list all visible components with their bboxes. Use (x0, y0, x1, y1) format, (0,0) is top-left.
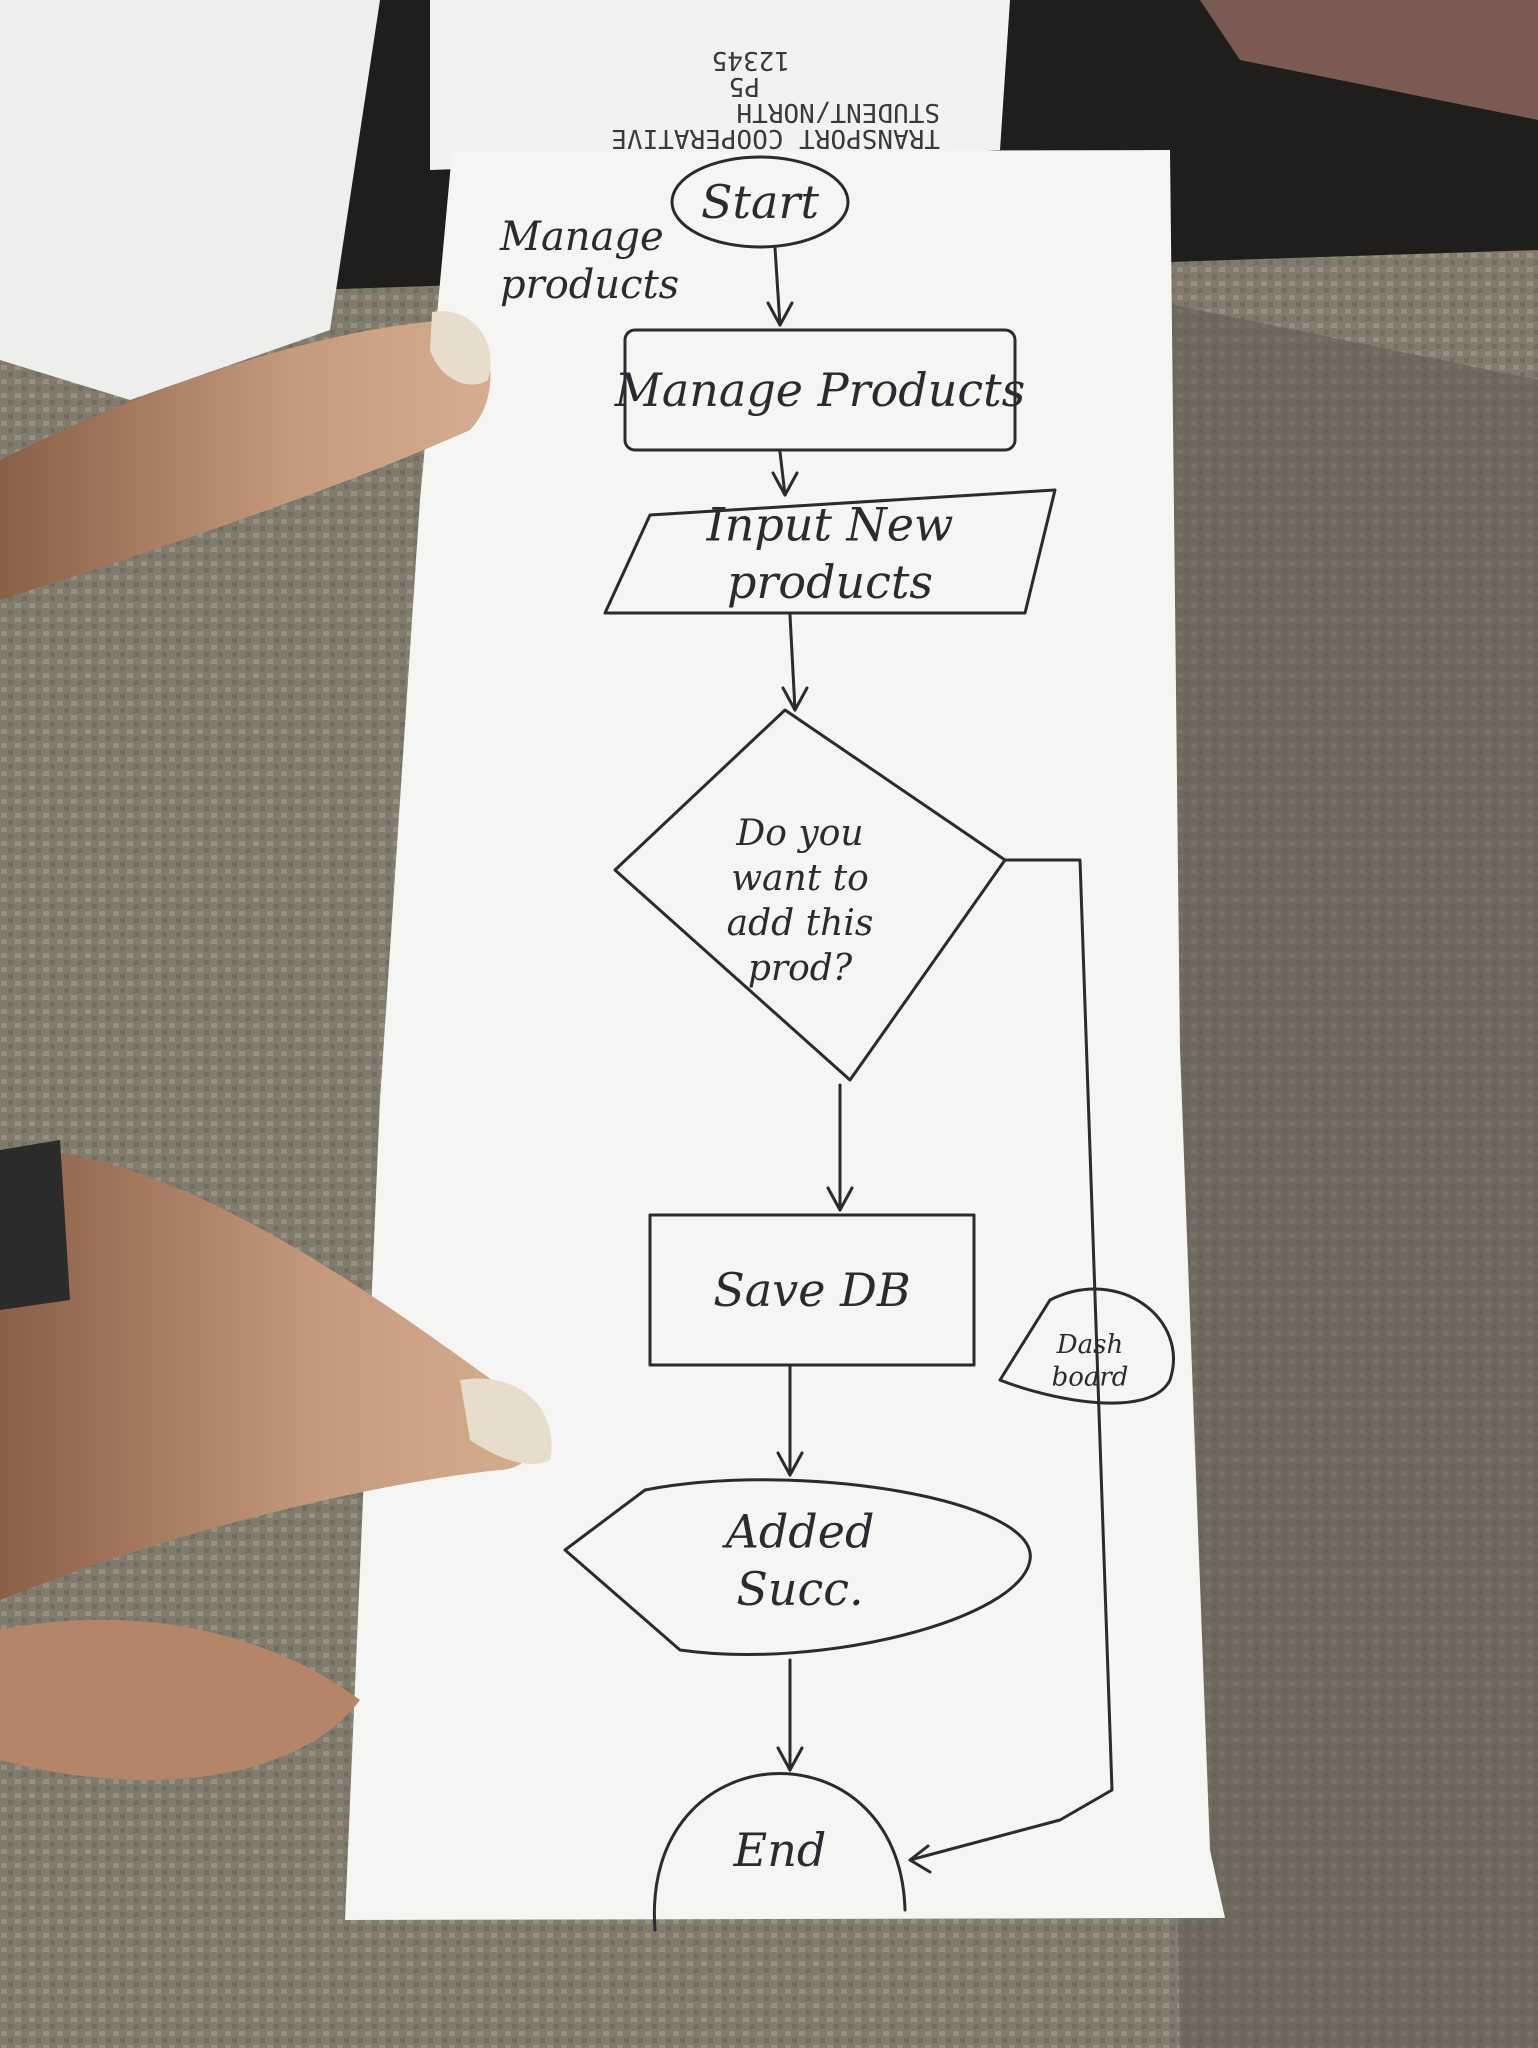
node-decision-label: Do you (735, 813, 863, 854)
flowchart-title-line: products (500, 262, 679, 308)
node-manage: Manage Products (614, 328, 1025, 452)
edge-line (788, 613, 797, 712)
arrow-head (908, 1844, 932, 1874)
node-dashboard-label: Dash (1056, 1330, 1123, 1360)
node-dashboard-shape (998, 1287, 1175, 1405)
receipt-line: TRANSPORT COOPERATIVE (611, 123, 940, 153)
node-save: Save DB (648, 1213, 976, 1367)
receipt-line: STUDENT/NORTH (737, 97, 941, 127)
arrow-head (826, 1186, 854, 1212)
edge-decision-save (826, 1083, 854, 1212)
node-manage-label: Manage Products (614, 363, 1025, 417)
node-dashboard-label: board (1052, 1362, 1129, 1392)
arrow-head (776, 1746, 804, 1772)
arrow-head (781, 686, 809, 712)
node-input-label: Input New (706, 497, 954, 551)
node-decision-label: add this (727, 903, 874, 944)
edge-display-end (776, 1658, 804, 1772)
edge-manage-input (771, 450, 799, 497)
edge-line (908, 858, 1114, 1862)
node-input-shape (603, 488, 1057, 615)
background-receipt: TRANSPORT COOPERATIVESTUDENT/NORTHP51234… (0, 0, 1010, 400)
edge-save-display (776, 1363, 804, 1477)
node-display-label: Added (722, 1504, 875, 1558)
node-start-label: Start (701, 175, 819, 229)
node-end-label: End (733, 1823, 827, 1877)
flowchart-title-line: Manage (499, 214, 664, 260)
node-decision-label: want to (731, 858, 869, 899)
node-display-label: Succ. (736, 1562, 863, 1616)
node-save-label: Save DB (713, 1263, 910, 1317)
node-save-shape (648, 1213, 976, 1367)
edge-line (778, 450, 787, 497)
hand (0, 311, 552, 1780)
node-decision-label: prod? (748, 948, 853, 989)
node-manage-shape (623, 328, 1017, 452)
receipt-line: 12345 (712, 45, 790, 75)
arrow-head (776, 1451, 804, 1477)
edge-start-manage (766, 246, 794, 327)
edge-decision-end (908, 858, 1114, 1874)
node-decision-shape (613, 708, 1007, 1082)
node-start: Start (670, 155, 850, 249)
node-input-label: products (727, 555, 933, 609)
edge-line (773, 246, 782, 327)
node-end-shape (652, 1772, 907, 1932)
receipt-line: P5 (729, 71, 760, 101)
flowchart-paper (345, 150, 1225, 1920)
edge-input-decision (781, 613, 809, 712)
node-start-shape (670, 155, 850, 249)
node-display-shape (563, 1478, 1032, 1656)
arrow-head (771, 471, 799, 497)
node-end: End (652, 1772, 907, 1932)
arrow-head (766, 301, 794, 327)
